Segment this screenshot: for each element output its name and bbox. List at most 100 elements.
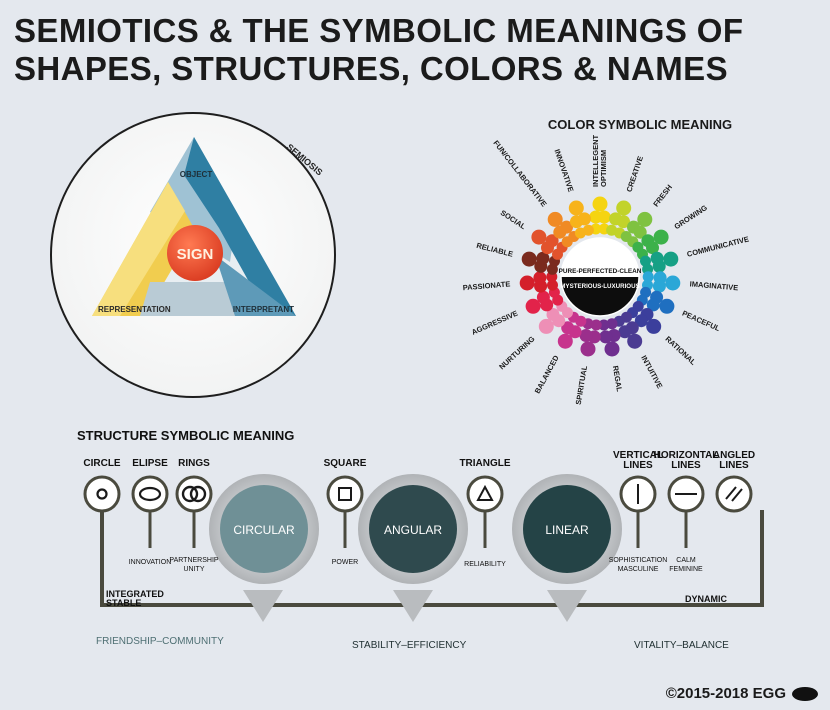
center-top-label: PURE-PERFECTED-CLEAN: [559, 268, 642, 275]
color-dot: [646, 318, 662, 334]
color-dot: [561, 321, 575, 335]
copyright: ©2015-2018 EGG: [666, 685, 818, 702]
shape-name-label: CIRCLE: [83, 458, 121, 469]
pin-circle: [131, 475, 169, 513]
sign-label: SIGN: [177, 246, 214, 263]
color-dot: [597, 210, 611, 224]
egg-logo-icon: [792, 686, 818, 701]
shape-meaning-label: INNOVATION: [129, 559, 172, 566]
shape-name-label: SQUARE: [324, 458, 367, 469]
shape-pin-elipse: ELIPSE INNOVATION: [129, 458, 172, 566]
color-dot: [604, 341, 620, 357]
copyright-text: ©2015-2018 EGG: [665, 685, 786, 702]
center-bottom-label: MYSTERIOUS-LUXURIOUS: [560, 283, 639, 290]
ellipse-icon: [138, 486, 162, 502]
title-line-1: SEMIOTICS & THE SYMBOLIC MEANINGS OF: [14, 12, 744, 49]
shape-name-label: TRIANGLE: [459, 458, 510, 469]
group-circular: CIRCULAR: [209, 474, 319, 622]
color-dot: [557, 333, 573, 349]
linear-disc: [523, 485, 611, 573]
dynamic-label: DYNAMIC: [685, 594, 727, 604]
structure-diagram: STRUCTURE SYMBOLIC MEANING INTEGRATED ST…: [77, 428, 764, 651]
integrated-label: INTEGRATED: [106, 589, 164, 599]
color-wheel-center-top: [561, 238, 639, 277]
pin-circle: [466, 475, 504, 513]
color-wheel-dots: [519, 196, 681, 357]
color-label: NURTURING: [497, 334, 536, 371]
color-dot: [637, 211, 653, 227]
color-dot: [616, 200, 632, 216]
color-label: INTUITIVE: [639, 354, 664, 390]
interpretant-label: INTERPRETANT: [233, 305, 294, 314]
color-dot: [627, 333, 643, 349]
color-dot: [580, 341, 596, 357]
pin-circle: [175, 475, 213, 513]
shape-pin-square: SQUARE POWER: [324, 458, 367, 566]
color-dot: [665, 275, 681, 291]
shape-meaning-label: POWER: [332, 559, 358, 566]
color-dot: [618, 325, 632, 339]
shape-name-label: RINGS: [178, 458, 210, 469]
angular-disc: [369, 485, 457, 573]
triangle-icon: [476, 484, 494, 501]
object-label: OBJECT: [180, 170, 213, 179]
color-label: REGAL: [611, 365, 624, 393]
linear-pointer: [547, 590, 587, 622]
color-dot: [525, 298, 541, 314]
color-label: COMMUNICATIVE: [686, 234, 750, 258]
pin-circle: [715, 475, 753, 513]
group-linear: LINEAR: [512, 474, 622, 622]
color-dot: [652, 259, 666, 273]
color-dot: [533, 271, 547, 285]
triangle-bottom-right: [215, 255, 296, 316]
color-dot: [519, 275, 535, 291]
color-dot: [545, 234, 559, 248]
color-dot: [634, 314, 648, 328]
color-dot: [578, 212, 591, 226]
color-label: AGGRESSIVE: [470, 309, 519, 337]
color-dot: [659, 298, 675, 314]
triangle-right-blue: [184, 137, 296, 316]
page-title: SEMIOTICS & THE SYMBOLIC MEANINGS OF SHA…: [14, 12, 743, 88]
circular-label: CIRCULAR: [233, 523, 295, 537]
color-label: FRESH: [651, 183, 674, 209]
semiosis-diagram: SEMIOSIS OBJECT SIGN REPRESENTATION INTE…: [50, 112, 336, 398]
color-dot: [598, 319, 610, 331]
shape-meaning-label: RELIABILITY: [464, 561, 506, 568]
color-label: INTELLEGENTOPTIMISM: [591, 134, 608, 187]
angular-meaning: STABILITY–EFFICIENCY: [352, 640, 467, 651]
angular-label: ANGULAR: [384, 523, 442, 537]
triangle-left-yellow-light: [92, 182, 185, 316]
color-label: INNOVATIVE: [553, 148, 576, 193]
shape-pin-circle: CIRCLE: [83, 458, 121, 605]
color-dot: [646, 298, 660, 312]
color-dot: [538, 318, 554, 334]
color-dot: [617, 215, 630, 229]
color-dot: [547, 279, 558, 291]
color-label: PEACEFUL: [681, 309, 722, 334]
color-dot: [592, 196, 608, 212]
circular-meaning: FRIENDSHIP–COMMUNITY: [96, 636, 224, 647]
linear-label: LINEAR: [545, 523, 589, 537]
shape-name-label: ELIPSE: [132, 458, 168, 469]
color-label: FUN/COLLABORATIVE: [491, 139, 548, 209]
circular-pointer: [243, 590, 283, 622]
circle-icon: [96, 488, 108, 500]
color-dot: [590, 319, 602, 331]
structure-title: STRUCTURE SYMBOLIC MEANING: [77, 428, 294, 443]
square-icon: [338, 487, 352, 501]
circular-disc: [220, 485, 308, 573]
color-dot: [582, 224, 594, 236]
angled-lines-icon: [731, 488, 743, 502]
angled-lines-icon: [725, 486, 737, 500]
color-dot: [633, 225, 647, 239]
